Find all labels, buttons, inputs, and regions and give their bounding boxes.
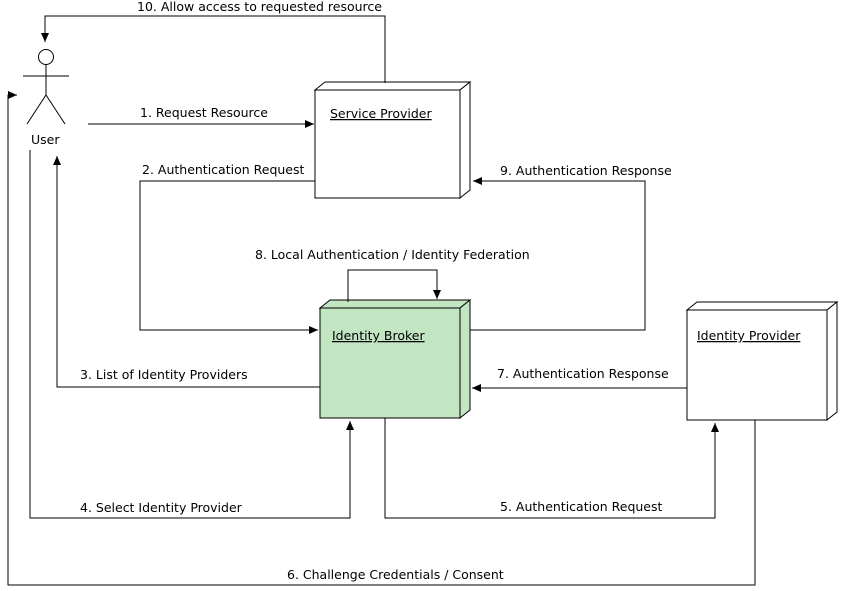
message-3-arrow (53, 156, 320, 388)
message-2-label: 2. Authentication Request (142, 162, 305, 177)
message-1-request-resource: 1. Request Resource (88, 105, 314, 128)
node-identity-provider: Identity Provider (685, 300, 839, 422)
message-7-label: 7. Authentication Response (497, 366, 669, 381)
identity-broker-top-face (318, 299, 472, 309)
message-10-allow-access: 10. Allow access to requested resource (41, 0, 386, 83)
service-provider-top-face (313, 81, 472, 91)
message-1-label: 1. Request Resource (140, 105, 268, 120)
identity-provider-title: Identity Provider (697, 328, 801, 343)
identity-provider-top-face (685, 301, 839, 311)
service-provider-front-face (314, 89, 461, 199)
identity-broker-side-face (459, 298, 471, 420)
message-10-arrow (41, 15, 386, 83)
message-9-label: 9. Authentication Response (500, 163, 672, 178)
user-leg-right (45, 94, 66, 125)
message-9-arrow (470, 177, 646, 331)
message-3-label: 3. List of Identity Providers (80, 367, 248, 382)
message-6-challenge-credentials: 6. Challenge Credentials / Consent (7, 91, 756, 586)
message-5-authentication-request: 5. Authentication Request (384, 418, 719, 519)
message-2-arrow (139, 180, 318, 334)
identity-broker-title: Identity Broker (332, 328, 425, 343)
message-6-arrow (7, 91, 756, 586)
identity-provider-side-face (826, 300, 838, 422)
message-2-authentication-request: 2. Authentication Request (139, 162, 318, 334)
user-leg-left (26, 94, 47, 125)
identity-broker-front-face (319, 307, 461, 419)
message-10-label: 10. Allow access to requested resource (137, 0, 382, 14)
message-9-authentication-response: 9. Authentication Response (470, 163, 672, 331)
service-provider-title: Service Provider (330, 106, 432, 121)
message-3-list-identity-providers: 3. List of Identity Providers (53, 156, 320, 388)
message-7-authentication-response: 7. Authentication Response (472, 366, 687, 392)
message-5-arrow (384, 418, 719, 519)
service-provider-side-face (459, 80, 471, 200)
message-5-label: 5. Authentication Request (500, 499, 663, 514)
identity-provider-front-face (686, 309, 828, 421)
message-4-arrow (29, 150, 354, 519)
message-8-label: 8. Local Authentication / Identity Feder… (255, 247, 530, 262)
message-4-select-identity-provider: 4. Select Identity Provider (29, 150, 354, 519)
message-8-local-authentication: 8. Local Authentication / Identity Feder… (255, 247, 530, 302)
node-identity-broker: Identity Broker (318, 298, 472, 420)
user-label: User (31, 132, 60, 147)
message-4-label: 4. Select Identity Provider (80, 500, 243, 515)
user-head-icon (38, 49, 54, 65)
actor-user: User (23, 49, 69, 147)
message-6-label: 6. Challenge Credentials / Consent (287, 567, 504, 582)
message-8-arrow (347, 269, 441, 302)
node-service-provider: Service Provider (313, 80, 472, 200)
